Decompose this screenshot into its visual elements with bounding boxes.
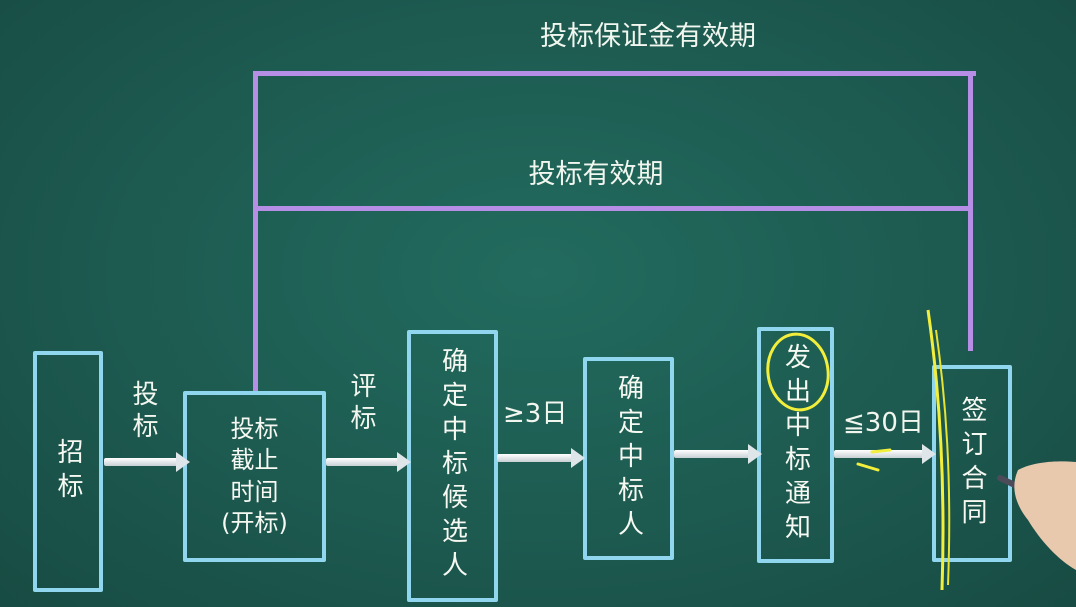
step-confirm-winner-text: 确定中标人 <box>613 373 644 544</box>
bid-security-validity-bar <box>253 71 976 76</box>
step-invite-text: 招标 <box>53 437 83 506</box>
transition-max-days-label: ≦30日 <box>843 408 924 438</box>
arrow-invite-to-deadline <box>104 452 190 472</box>
step-sign-contract-text: 签订合同 <box>957 395 987 532</box>
circle-annotation <box>766 332 830 412</box>
step-deadline-line-2: 截止 <box>230 446 279 475</box>
bid-security-validity-label: 投标保证金有效期 <box>540 21 756 52</box>
arrow-deadline-to-candidate <box>326 452 411 472</box>
step-invite-box: 招标 <box>33 351 103 592</box>
arrow-winner-to-notice <box>674 444 762 464</box>
dash-annotation-1 <box>870 448 892 454</box>
bid-validity-bar <box>253 206 972 211</box>
step-deadline-box: 投标 截止 时间 (开标) <box>183 391 326 562</box>
vertical-annotation-stroke <box>926 309 945 591</box>
step-deadline-line-4: (开标) <box>221 508 288 537</box>
step-confirm-candidate-text: 确定中标候选人 <box>437 347 468 585</box>
transition-bid-label: 投标 <box>128 380 158 444</box>
vertical-annotation-stroke-2 <box>935 329 951 586</box>
arrow-notice-to-contract <box>834 444 936 464</box>
transition-evaluate-label: 评标 <box>346 372 376 436</box>
arrow-candidate-to-winner <box>497 448 585 468</box>
step-issue-notice-text: 发出中标通知 <box>780 343 811 547</box>
transition-min-days-label: ≥3日 <box>503 399 568 429</box>
bid-validity-label: 投标有效期 <box>528 159 664 190</box>
step-deadline-line-1: 投标 <box>230 415 279 444</box>
period-end-line <box>968 71 973 351</box>
dash-annotation-2 <box>856 462 880 472</box>
step-confirm-winner-box: 确定中标人 <box>583 357 674 560</box>
hand-icon <box>1014 461 1076 570</box>
step-deadline-line-3: 时间 <box>230 477 279 506</box>
period-start-line <box>253 71 258 393</box>
